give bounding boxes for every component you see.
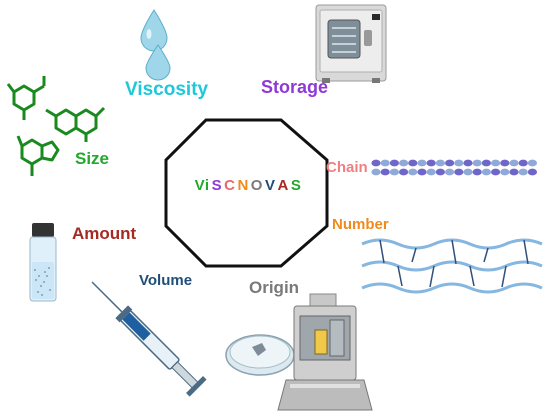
chain-bead (527, 159, 538, 167)
central-octagon (164, 118, 329, 268)
chain-bead (500, 168, 510, 176)
chain-bead (463, 159, 473, 167)
petri-dish-and-incubator-icon (225, 293, 373, 411)
chain-bead (417, 159, 427, 167)
syringe-icon (91, 281, 207, 397)
chain-bead (472, 159, 482, 167)
acronym-letter: C (224, 177, 236, 194)
freeze-dryer-icon (315, 4, 387, 83)
chain-bead (371, 159, 381, 167)
acronym-letter: Vi (194, 177, 210, 194)
chain-bead (435, 168, 445, 176)
chain-bead (500, 159, 510, 167)
crosslinked-network-icon (361, 238, 543, 294)
chain-bead (491, 168, 501, 176)
molecule-structures-icon (6, 76, 106, 176)
chain-bead (518, 159, 528, 167)
chain-bead (426, 159, 436, 167)
polymer-chain-icon (371, 159, 538, 176)
chain-bead (445, 159, 455, 167)
chain-bead (399, 159, 409, 167)
chain-bead (380, 159, 390, 167)
chain-bead (408, 168, 418, 176)
viscosity-label: Viscosity (125, 79, 209, 100)
chain-bead (518, 168, 528, 176)
chain-bead (454, 159, 464, 167)
storage-label: Storage (261, 77, 329, 97)
chain-bead (445, 168, 455, 176)
acronym-letter: S (211, 177, 223, 194)
chain-bead (527, 168, 538, 176)
chain-bead (380, 168, 390, 176)
chain-bead (454, 168, 464, 176)
chain-bead (472, 168, 482, 176)
chain-bead (481, 159, 491, 167)
amount-label: Amount (72, 224, 137, 243)
size-label: Size (75, 149, 110, 168)
chain-bead (371, 168, 381, 176)
chain-bead (509, 168, 519, 176)
chain-bead (389, 159, 399, 167)
volume-label: Volume (139, 272, 193, 289)
number-label: Number (332, 216, 389, 233)
chain-label: Chain (326, 159, 368, 176)
acronym-letter: S (290, 177, 302, 194)
acronym-letter: V (264, 177, 276, 194)
chain-bead (417, 168, 427, 176)
acronym-letter: N (237, 177, 249, 194)
chain-bead (426, 168, 436, 176)
acronym-letter: A (277, 177, 289, 194)
chain-bead (389, 168, 399, 176)
chain-bead (399, 168, 409, 176)
chain-bead (435, 159, 445, 167)
chain-bead (481, 168, 491, 176)
chain-bead (463, 168, 473, 176)
chain-bead (509, 159, 519, 167)
acronym-letter: O (250, 177, 263, 194)
chain-bead (408, 159, 418, 167)
water-drops-icon (140, 9, 171, 81)
chain-bead (491, 159, 501, 167)
sample-vial-icon (29, 223, 57, 302)
origin-label: Origin (249, 278, 300, 297)
